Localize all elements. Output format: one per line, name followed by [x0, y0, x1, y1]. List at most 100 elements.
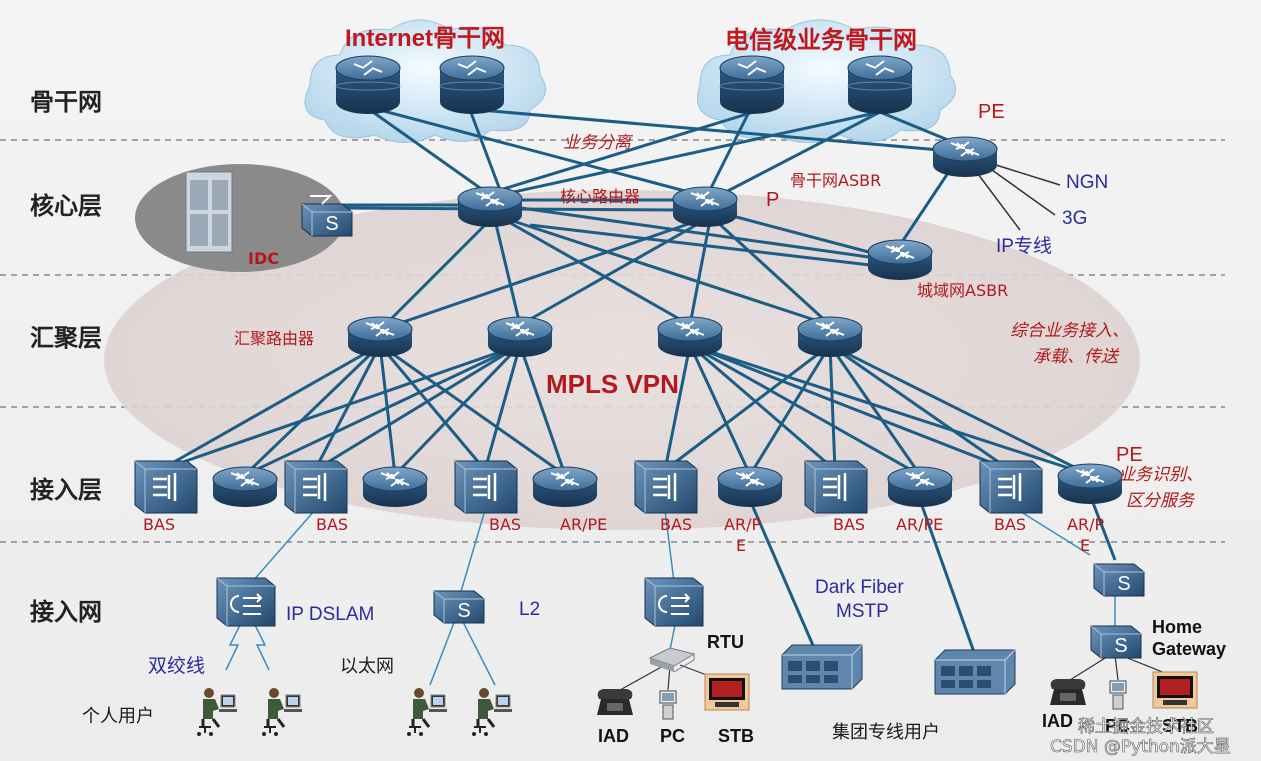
core-router-p[interactable]	[672, 186, 738, 228]
bas-1[interactable]	[133, 459, 199, 515]
stb-icon-2	[1152, 671, 1198, 709]
user-icon-1	[195, 686, 239, 738]
links	[159, 108, 1171, 691]
label-stb-1: STB	[718, 726, 754, 746]
label-ar-pe-1: AR/PE	[560, 515, 607, 534]
label-group-users: 集团专线用户	[832, 722, 940, 743]
label-rtu: RTU	[707, 632, 744, 652]
label-l2: L2	[519, 599, 540, 620]
internet-router-2[interactable]	[439, 55, 505, 115]
phone-icon-1	[597, 689, 633, 715]
label-bas-2: BAS	[316, 515, 348, 534]
cloud-title-telecom: 电信级业务骨干网	[725, 26, 917, 54]
label-bas-5: BAS	[833, 515, 865, 534]
ar-router-2[interactable]	[362, 466, 428, 508]
pc-icon-1	[659, 690, 677, 720]
ar-pe-1[interactable]	[532, 466, 598, 508]
label-ip-line: IP专线	[996, 235, 1052, 257]
agg-router-4[interactable]	[797, 316, 863, 358]
label-integrated-2: 承载、传送	[1033, 347, 1120, 367]
label-integrated-1: 综合业务接入、	[1010, 321, 1129, 341]
user-icon-2	[260, 686, 304, 738]
phone-icon-2	[1050, 679, 1086, 705]
ip-dslam-icon[interactable]	[216, 577, 276, 627]
layer-label-access-network: 接入网	[30, 598, 102, 626]
pe-router-top[interactable]	[932, 136, 998, 178]
agg-router-3[interactable]	[657, 316, 723, 358]
label-personal-users: 个人用户	[82, 706, 154, 727]
label-pc-1: PC	[660, 726, 685, 746]
layer-label-access-layer: 接入层	[30, 476, 102, 504]
watermark-csdn: CSDN @Python派大星	[1050, 737, 1231, 757]
label-ip-dslam: IP DSLAM	[286, 604, 374, 625]
label-ar-pe-2a: AR/P	[724, 515, 761, 534]
label-service-separation: 业务分离	[563, 133, 634, 153]
label-ethernet: 以太网	[340, 656, 394, 677]
label-backbone-asbr: 骨干网ASBR	[790, 171, 881, 190]
bas-2[interactable]	[283, 459, 349, 515]
home-gateway-icon[interactable]	[1090, 625, 1142, 659]
label-iad-1: IAD	[598, 726, 629, 746]
l2-switch-icon[interactable]	[433, 590, 485, 624]
core-router-1[interactable]	[457, 186, 523, 228]
user-icon-4	[470, 686, 514, 738]
rtu-modem-icon	[648, 647, 696, 673]
label-stb-2: STB	[1162, 716, 1198, 736]
mstp-device-2[interactable]	[934, 649, 1016, 695]
rtu-dslam-icon[interactable]	[644, 577, 704, 627]
telecom-router-2[interactable]	[847, 55, 913, 115]
label-pe-access: PE	[1116, 444, 1143, 466]
metro-asbr-router[interactable]	[867, 239, 933, 281]
label-mpls-vpn: MPLS VPN	[546, 369, 679, 399]
label-pe-top: PE	[978, 101, 1005, 123]
label-ar-pe-4a: AR/P	[1067, 515, 1104, 534]
label-idc: IDC	[248, 249, 279, 268]
ar-pe-4[interactable]	[1057, 463, 1123, 505]
label-bas-3: BAS	[489, 515, 521, 534]
label-twisted-pair: 双绞线	[148, 655, 205, 677]
telecom-router-1[interactable]	[719, 55, 785, 115]
ar-pe-2[interactable]	[717, 466, 783, 508]
label-ar-pe-3: AR/PE	[896, 515, 943, 534]
layer-label-backbone: 骨干网	[30, 88, 102, 116]
cloud-title-internet: Internet骨干网	[345, 25, 505, 52]
label-p: P	[766, 189, 779, 211]
agg-router-2[interactable]	[487, 316, 553, 358]
bas-6[interactable]	[978, 459, 1044, 515]
label-mstp: MSTP	[836, 601, 889, 622]
user-icon-3	[405, 686, 449, 738]
label-agg-router: 汇聚路由器	[234, 329, 314, 348]
idc-switch-icon[interactable]	[301, 203, 353, 237]
label-bas-4: BAS	[660, 515, 692, 534]
label-iad-2: IAD	[1042, 711, 1073, 731]
bas-4[interactable]	[633, 459, 699, 515]
internet-router-1[interactable]	[335, 55, 401, 115]
layer-label-core: 核心层	[30, 192, 102, 220]
stb-icon-1	[704, 673, 750, 711]
label-ar-pe-2b: E	[736, 536, 746, 555]
label-metro-asbr: 城域网ASBR	[917, 281, 1008, 300]
label-dark-fiber: Dark Fiber	[815, 577, 904, 598]
mstp-device-1[interactable]	[781, 644, 863, 690]
label-bas-6: BAS	[994, 515, 1026, 534]
label-home-gateway-2: Gateway	[1152, 639, 1226, 659]
idc-server-icon	[185, 171, 233, 253]
bas-5[interactable]	[803, 459, 869, 515]
ar-pe-3[interactable]	[887, 466, 953, 508]
label-ngn: NGN	[1066, 172, 1108, 193]
label-pc-2: PC	[1105, 716, 1130, 736]
label-ar-pe-4b: E	[1080, 536, 1090, 555]
agg-router-1[interactable]	[347, 316, 413, 358]
label-core-router: 核心路由器	[560, 187, 640, 206]
bas-3[interactable]	[453, 459, 519, 515]
ar-router-1[interactable]	[212, 466, 278, 508]
label-service-id-1: 业务识别、	[1118, 465, 1203, 485]
watermark-juejin: 稀土掘金技术社区	[1078, 717, 1214, 737]
label-bas-1: BAS	[143, 515, 175, 534]
label-home-gateway-1: Home	[1152, 617, 1202, 637]
pc-icon-2	[1109, 680, 1127, 710]
pe-access-switch-icon[interactable]	[1093, 563, 1145, 597]
label-service-id-2: 区分服务	[1126, 491, 1196, 511]
